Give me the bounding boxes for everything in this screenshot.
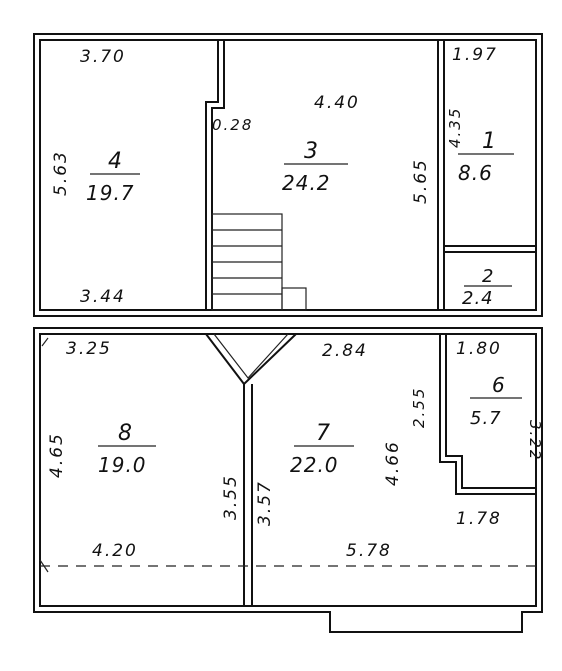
dim-4-65: 4.65: [47, 432, 67, 478]
room-area-3: 24.2: [282, 171, 331, 195]
dim-3-55: 3.55: [221, 474, 241, 520]
dim-2-55: 2.55: [410, 387, 428, 428]
dimension-labels: 3.70 5.63 3.44 4.40 0.28 5.65 4.35 1.97 …: [47, 45, 544, 561]
wall-room6: [439, 334, 536, 495]
tick-mark: [39, 559, 49, 573]
dim-5-63: 5.63: [51, 150, 71, 196]
dim-4-40: 4.40: [314, 93, 360, 113]
dim-1-97: 1.97: [452, 45, 498, 65]
dim-2-84: 2.84: [322, 341, 368, 361]
corner-mark: [41, 337, 49, 347]
dim-3-25: 3.25: [66, 339, 112, 359]
dim-4-66: 4.66: [383, 440, 403, 486]
room-number-6: 6: [492, 373, 505, 397]
dim-1-80: 1.80: [456, 339, 502, 359]
upper-outer-wall: [33, 33, 543, 317]
dim-1-78: 1.78: [456, 509, 502, 529]
dim-4-35: 4.35: [446, 107, 464, 148]
room-number-7: 7: [316, 421, 330, 446]
staircase: [211, 213, 307, 311]
room-area-7: 22.0: [290, 453, 339, 477]
dim-0-28: 0.28: [212, 116, 253, 134]
room-area-8: 19.0: [98, 453, 147, 477]
room-number-1: 1: [482, 129, 496, 154]
room-number-4: 4: [108, 149, 122, 174]
dim-4-20: 4.20: [92, 541, 138, 561]
wall-room4-room3: [205, 40, 219, 310]
dim-3-44: 3.44: [80, 287, 126, 307]
dim-5-65: 5.65: [411, 158, 431, 204]
wall-room6-inner: [445, 334, 536, 489]
lower-block-walls: [33, 327, 543, 633]
room-labels: 4 19.7 3 24.2 1 8.6 2 2.4 8 19.0 7 22.0 …: [86, 129, 522, 477]
room-number-2: 2: [482, 266, 493, 287]
room-area-2: 2.4: [462, 288, 494, 309]
room-number-3: 3: [304, 139, 318, 164]
dim-3-22: 3.22: [526, 420, 544, 461]
stair-landing: [281, 287, 307, 311]
dim-5-78: 5.78: [346, 541, 392, 561]
dim-3-57: 3.57: [255, 480, 275, 526]
room-number-8: 8: [118, 421, 132, 446]
wall-room4-room3-inner: [211, 40, 225, 310]
lower-inner-wall: [39, 333, 537, 607]
stair-opening-inner: [213, 333, 289, 379]
room-area-1: 8.6: [458, 161, 493, 185]
lower-outer-wall: [33, 327, 543, 633]
room-area-4: 19.7: [86, 181, 135, 205]
room-area-6: 5.7: [470, 408, 502, 429]
dim-3-70: 3.70: [80, 47, 126, 67]
